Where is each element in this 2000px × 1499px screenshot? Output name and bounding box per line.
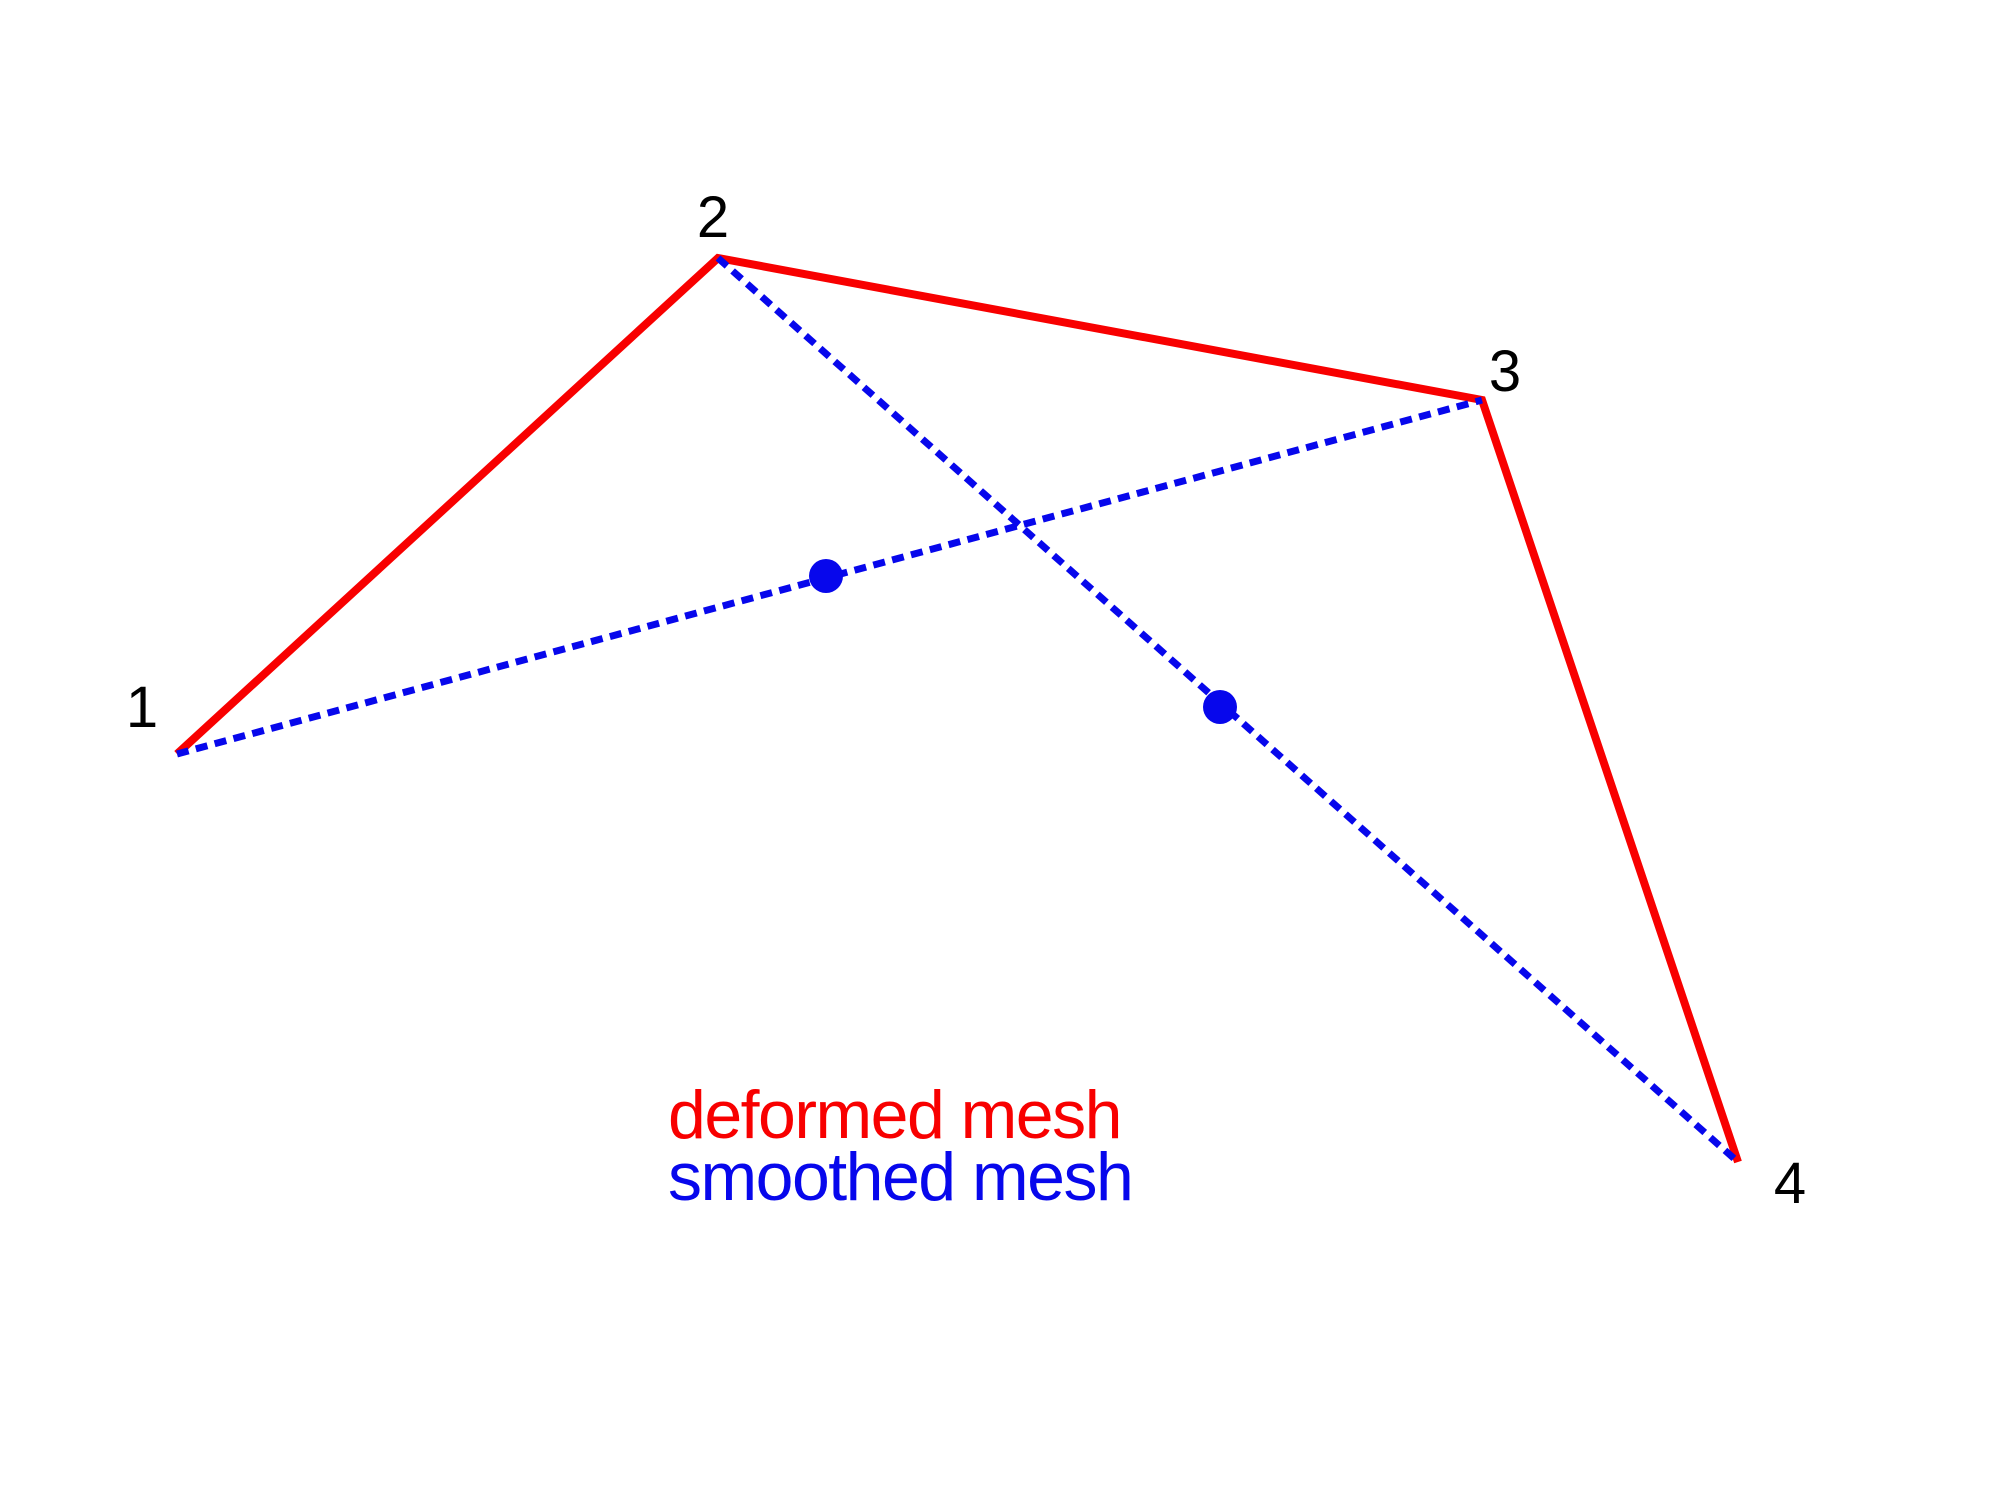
vertex-label-1: 1 <box>126 675 158 740</box>
smoothed-mesh-edge-2-4 <box>715 255 1741 1165</box>
vertex-label-3: 3 <box>1489 339 1521 404</box>
smoothed-mesh-edge-1-3 <box>176 396 1483 758</box>
legend-deformed-mesh-label: deformed mesh <box>668 1077 1121 1153</box>
legend-smoothed-mesh-label: smoothed mesh <box>668 1139 1132 1215</box>
vertex-label-4: 4 <box>1774 1151 1806 1216</box>
deformed-mesh-polyline <box>174 253 1742 1164</box>
vertex-label-2: 2 <box>697 185 729 250</box>
smoothed-midpoint-dot-2 <box>1203 690 1237 724</box>
smoothed-midpoint-dot-1 <box>809 559 843 593</box>
